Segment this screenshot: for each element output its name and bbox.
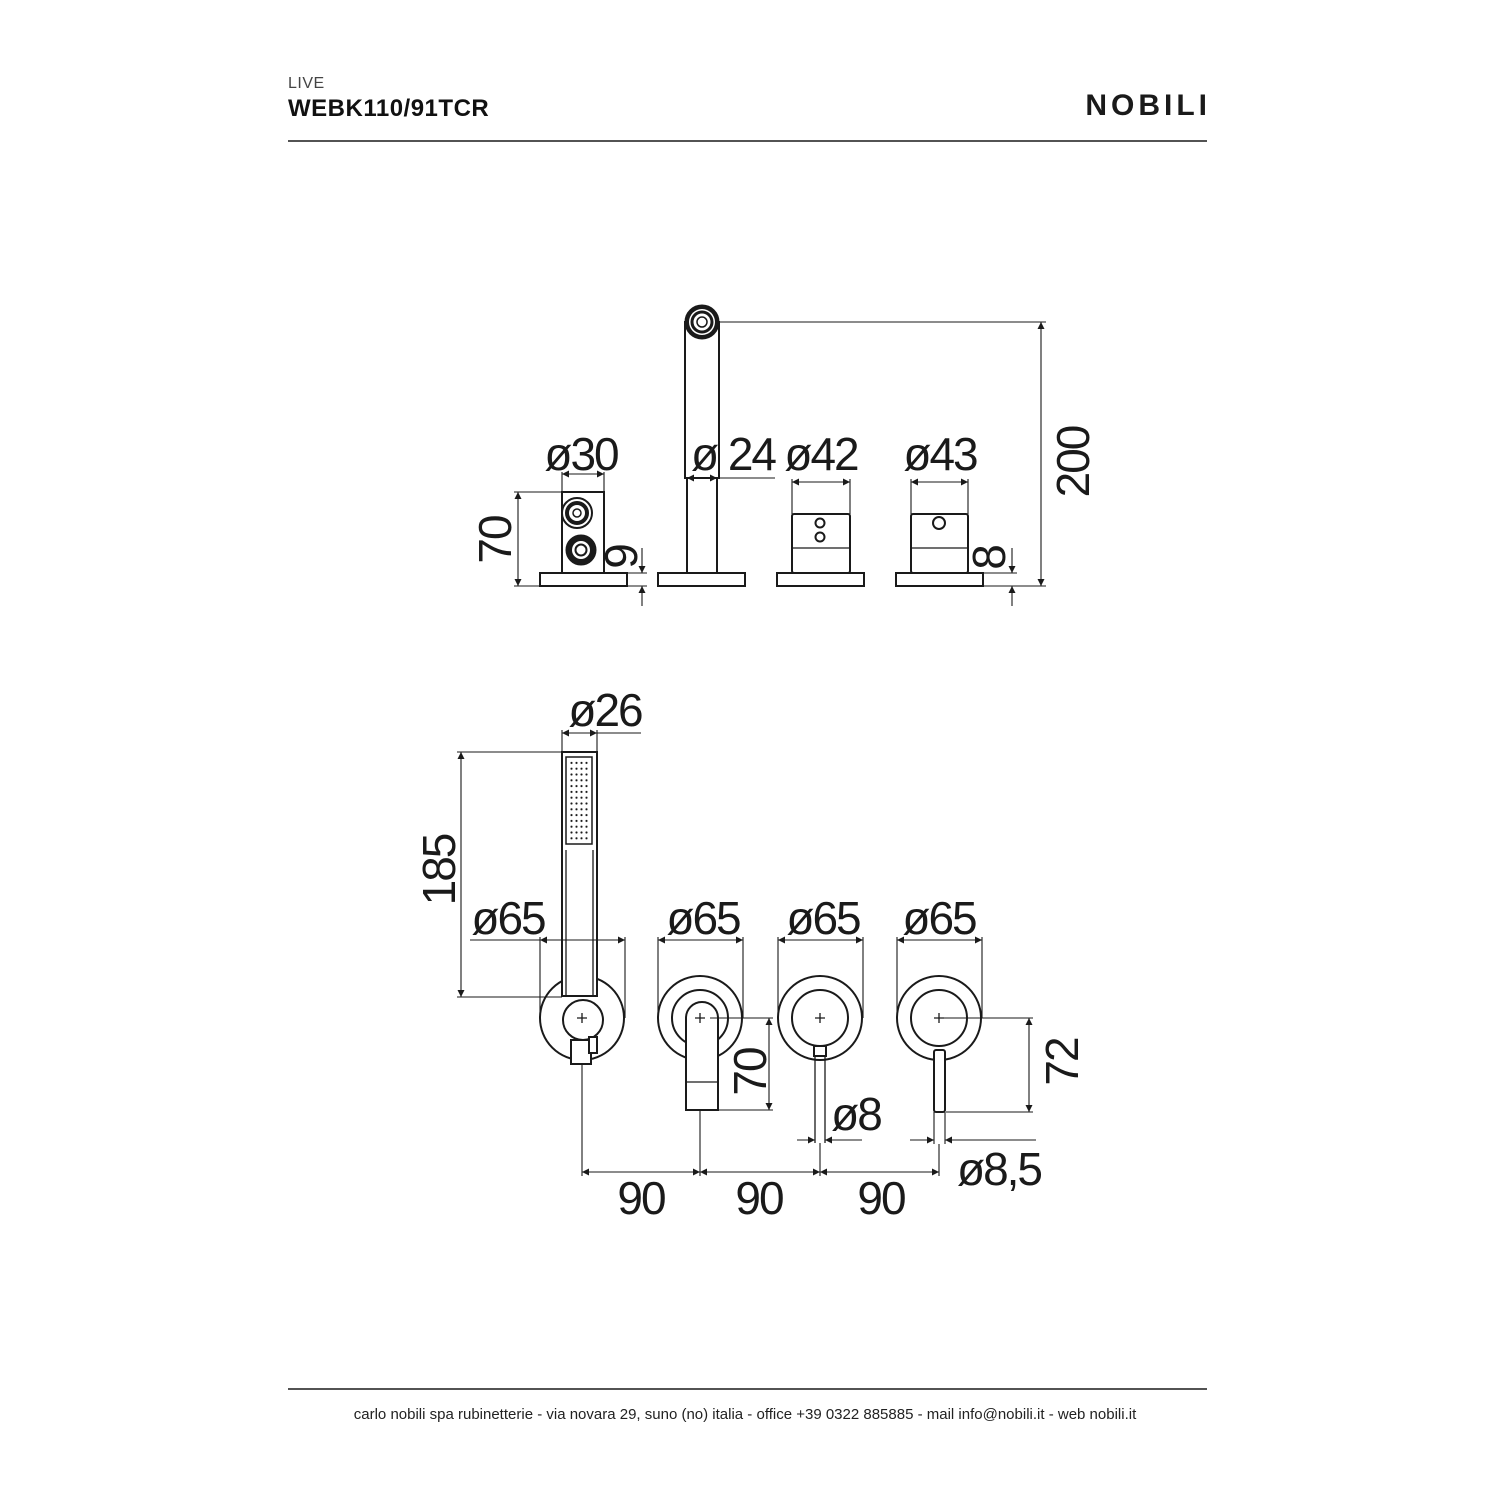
collection-name: LIVE — [288, 75, 325, 92]
hose-connector-nut — [588, 1036, 598, 1054]
dimension-spout-length: 70 — [710, 1017, 776, 1111]
base-plate — [539, 572, 628, 587]
dimension-label: 70 — [724, 1048, 776, 1096]
front-view: ø26 185 ø65 ø65 ø65 — [413, 684, 1088, 1224]
lever — [933, 1049, 946, 1113]
dimension-rosette-2: ø65 — [657, 892, 744, 1018]
dimension-handshower-diameter: ø26 — [561, 684, 644, 752]
dimension-holder-diameter: ø30 — [544, 428, 620, 492]
dimension-label: 70 — [469, 516, 521, 564]
handshower — [561, 751, 598, 997]
fixture4-body — [910, 513, 969, 574]
dimension-fixture4-diameter: ø43 — [903, 428, 979, 514]
dimension-holder-height: 70 — [469, 491, 562, 587]
spout-outlet — [684, 304, 720, 340]
center-mark — [577, 1013, 587, 1023]
dimension-label: ø8,5 — [957, 1143, 1041, 1195]
dimension-label: ø 24 — [691, 428, 776, 480]
dimension-spout-diameter: ø 24 — [687, 428, 778, 482]
model-code: WEBK110/91TCR — [288, 95, 489, 122]
dimension-spout-height: 200 — [720, 321, 1099, 587]
dimension-label: ø8 — [831, 1088, 881, 1140]
holder-cup — [562, 999, 604, 1041]
hose-outlet-upper — [561, 497, 593, 529]
header: LIVE WEBK110/91TCR NOBILI — [288, 75, 1211, 142]
handshower-holder-front — [539, 751, 625, 1065]
spacing-label: 90 — [857, 1172, 905, 1224]
footer: carlo nobili spa rubinetterie - via nova… — [288, 1388, 1207, 1423]
dimension-label: 8 — [963, 546, 1015, 570]
holder-side — [539, 491, 628, 587]
fixture3-mark-upper — [814, 517, 826, 529]
dimension-rosette-3: ø65 — [777, 892, 864, 1018]
dimension-holder-base: 9 — [595, 545, 647, 606]
dimension-rosette-1: ø65 — [470, 892, 626, 1018]
spacing-label: 90 — [617, 1172, 665, 1224]
dimension-label: 72 — [1036, 1038, 1088, 1086]
center-mark — [815, 1013, 825, 1023]
dimension-label: ø65 — [666, 892, 740, 944]
side-view: ø30 70 9 ø 24 ø42 — [469, 304, 1099, 606]
spray-nozzles — [569, 760, 589, 841]
dimension-label: 9 — [595, 545, 647, 569]
fixture3-front — [777, 975, 863, 1143]
fixture3-mark-lower — [814, 531, 826, 543]
dimension-lever-length: 72 — [944, 1017, 1088, 1113]
spout-stem — [686, 477, 718, 574]
brand-logo: NOBILI — [1085, 89, 1211, 122]
spacing-label: 90 — [735, 1172, 783, 1224]
dimension-spacings: 90 90 90 — [581, 1064, 940, 1224]
dimension-fixture4-lever: ø8,5 — [910, 1112, 1043, 1195]
dimension-fixture3-lever: ø8 — [797, 1088, 883, 1144]
base-plate — [657, 572, 746, 587]
dimension-label: ø30 — [544, 428, 618, 480]
dimension-label: 185 — [413, 834, 465, 905]
dimension-rosette-4: ø65 — [896, 892, 983, 1018]
lever-collar — [813, 1045, 827, 1057]
dimension-label: ø43 — [903, 428, 977, 480]
spout-front — [657, 975, 743, 1111]
base-plate — [776, 572, 865, 587]
dimension-label: ø65 — [471, 892, 545, 944]
spout-body — [685, 1001, 719, 1111]
dimension-label: ø65 — [786, 892, 860, 944]
dimension-fixture4-base: 8 — [963, 546, 1017, 606]
hose-outlet-lower — [565, 534, 597, 566]
company-contact: carlo nobili spa rubinetterie - via nova… — [354, 1406, 1137, 1423]
dimension-label: ø26 — [568, 684, 642, 736]
dimension-label: ø42 — [784, 428, 858, 480]
fixture4-side — [895, 513, 984, 587]
fixture3-side — [776, 513, 865, 587]
center-mark — [934, 1013, 944, 1023]
fixture4-mark — [932, 516, 946, 530]
dimension-label: 200 — [1047, 426, 1099, 497]
center-mark — [695, 1013, 705, 1023]
fixture4-front — [896, 975, 982, 1113]
fixture3-body — [791, 513, 851, 574]
base-plate — [895, 572, 984, 587]
dimension-label: ø65 — [902, 892, 976, 944]
dimension-handshower-length: 185 — [413, 751, 562, 998]
dimension-fixture3-diameter: ø42 — [784, 428, 860, 514]
